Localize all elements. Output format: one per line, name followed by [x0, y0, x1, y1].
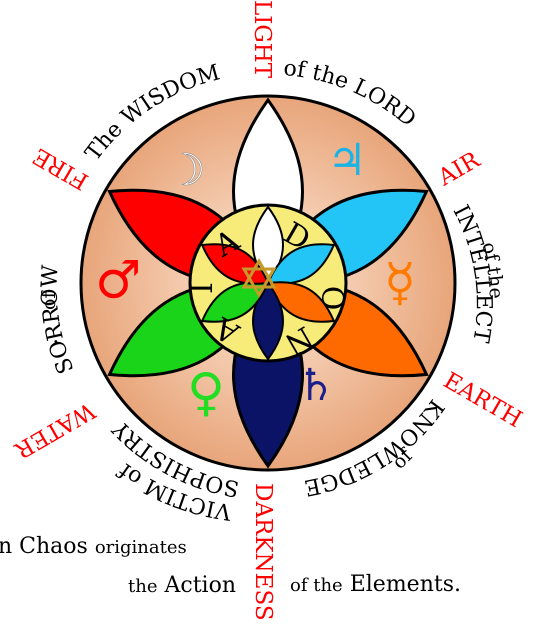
caption-prefix: n — [0, 534, 12, 559]
moon-icon: ☽ — [166, 145, 205, 196]
label-darkness: DARKNESS — [250, 483, 276, 621]
inner-letter-6: I — [185, 282, 220, 294]
label-water: WATER — [10, 397, 99, 464]
mercury-icon: ☿ — [384, 253, 416, 313]
label-earth: EARTH — [439, 368, 526, 433]
venus-icon: ♀ — [187, 363, 225, 423]
jupiter-icon: ♃ — [327, 135, 366, 186]
caption-of-the: of the — [290, 575, 343, 596]
label-light: LIGHT — [249, 0, 275, 79]
caption-line-1: n Chaos originates — [0, 534, 187, 559]
inner-letter-3: O — [314, 286, 349, 311]
caption-action: Action — [164, 573, 236, 598]
caption-chaos: Chaos — [19, 534, 88, 559]
saturn-icon: ♄ — [296, 360, 335, 411]
phrase-dot: . — [38, 338, 63, 345]
caption-line-2: the Action — [128, 573, 236, 598]
caption-elements: Elements. — [350, 572, 461, 597]
caption-the: the — [128, 576, 157, 597]
phrase-sorrow: SORROW — [37, 264, 79, 377]
caption-originates: originates — [95, 537, 187, 558]
mars-icon: ♂ — [95, 251, 142, 311]
caption-line-3: of the Elements. — [290, 572, 461, 597]
phrase-of-sorrow: of — [38, 290, 60, 310]
label-air: AIR — [433, 147, 485, 192]
